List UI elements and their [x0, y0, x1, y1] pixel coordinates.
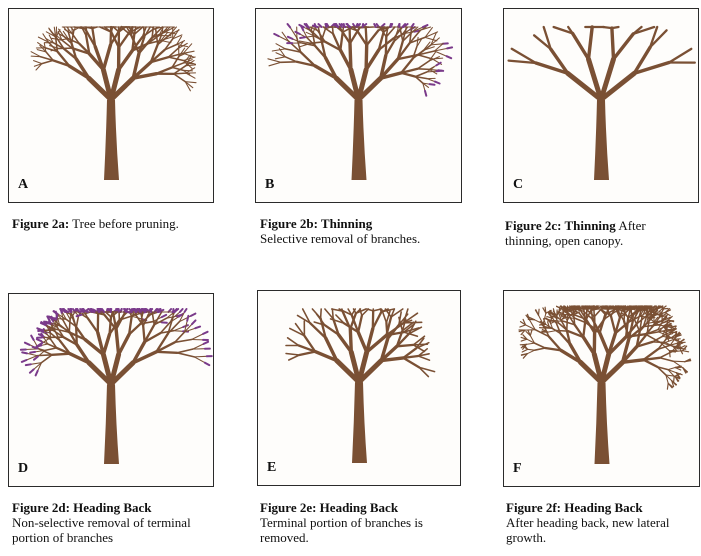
- caption-text: Tree before pruning.: [69, 216, 179, 231]
- panel-letter: F: [513, 461, 522, 476]
- panel-e: E: [257, 290, 461, 486]
- panel-letter: D: [18, 461, 29, 476]
- panel-letter: B: [265, 177, 275, 192]
- tree-illustration: [267, 23, 454, 180]
- caption-c: Figure 2c: Thinning After thinning, open…: [505, 218, 695, 248]
- panel-c: C: [503, 8, 699, 203]
- panel-d: D: [8, 293, 214, 487]
- tree-illustration: [518, 305, 692, 464]
- caption-title: Figure 2f: Heading Back: [506, 500, 643, 515]
- caption-text: Terminal portion of branches is removed.: [260, 515, 423, 545]
- caption-title: Figure 2e: Heading Back: [260, 500, 399, 515]
- tree-illustration: [30, 25, 197, 180]
- caption-text: Selective removal of branches.: [260, 231, 421, 246]
- panel-a: A: [8, 8, 214, 203]
- caption-text: After heading back, new lateral growth.: [506, 515, 670, 545]
- caption-a: Figure 2a: Tree before pruning.: [12, 216, 202, 231]
- tree-illustration: [507, 25, 696, 180]
- caption-title: Figure 2a:: [12, 216, 70, 231]
- tree-illustration: [285, 308, 436, 463]
- caption-title: Figure 2b: Thinning: [260, 216, 373, 231]
- panel-letter: C: [513, 177, 524, 192]
- caption-title: Figure 2d: Heading Back: [12, 500, 152, 515]
- panel-b: B: [255, 8, 462, 203]
- panel-letter: E: [267, 460, 277, 475]
- caption-text: After thinning, open canopy.: [505, 218, 646, 248]
- panel-f: F: [503, 290, 700, 487]
- caption-text: Non-selective removal of terminal portio…: [12, 515, 191, 545]
- panel-letter: A: [18, 177, 29, 192]
- tree-illustration: [19, 308, 213, 464]
- caption-title: Figure 2c: Thinning: [505, 218, 616, 233]
